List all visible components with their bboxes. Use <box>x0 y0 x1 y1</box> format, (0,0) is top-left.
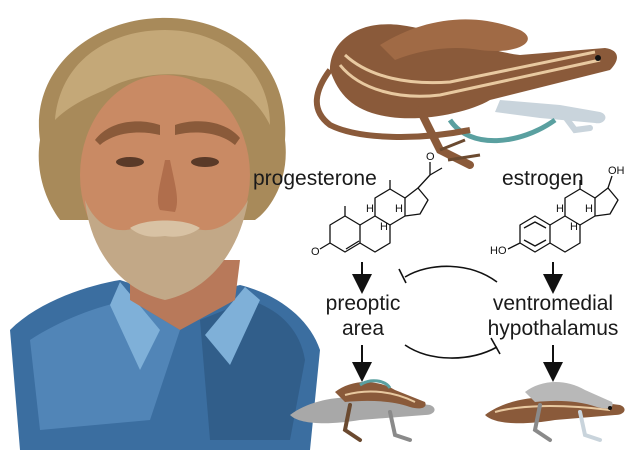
svg-text:H: H <box>556 203 564 215</box>
svg-text:H: H <box>585 203 593 215</box>
progesterone-structure: O O H H H <box>311 151 443 258</box>
vmh-label-line1: ventromedial <box>493 292 613 315</box>
bottom-left-lizard-pair <box>290 379 435 442</box>
bottom-right-lizard-pair <box>485 381 625 442</box>
svg-text:O: O <box>311 246 320 258</box>
svg-text:H: H <box>395 203 403 215</box>
svg-text:HO: HO <box>490 245 507 257</box>
estrogen-label: estrogen <box>502 167 584 190</box>
vmh-label-line2: hypothalamus <box>488 317 619 340</box>
scientist-portrait <box>10 17 320 450</box>
svg-text:H: H <box>366 203 374 215</box>
estrogen-structure: HO OH H H H <box>490 165 625 257</box>
preoptic-area-label-line2: area <box>342 317 384 340</box>
preoptic-area-label-line1: preoptic <box>326 292 401 315</box>
svg-text:OH: OH <box>608 165 625 177</box>
progesterone-label: progesterone <box>253 167 377 190</box>
svg-text:H: H <box>380 221 388 233</box>
top-lizard-pair-illustration <box>313 19 617 169</box>
svg-text:O: O <box>426 151 435 163</box>
poa-inhibits-vmh <box>404 337 501 359</box>
vmh-inhibits-poa <box>398 265 498 284</box>
svg-text:H: H <box>570 221 578 233</box>
